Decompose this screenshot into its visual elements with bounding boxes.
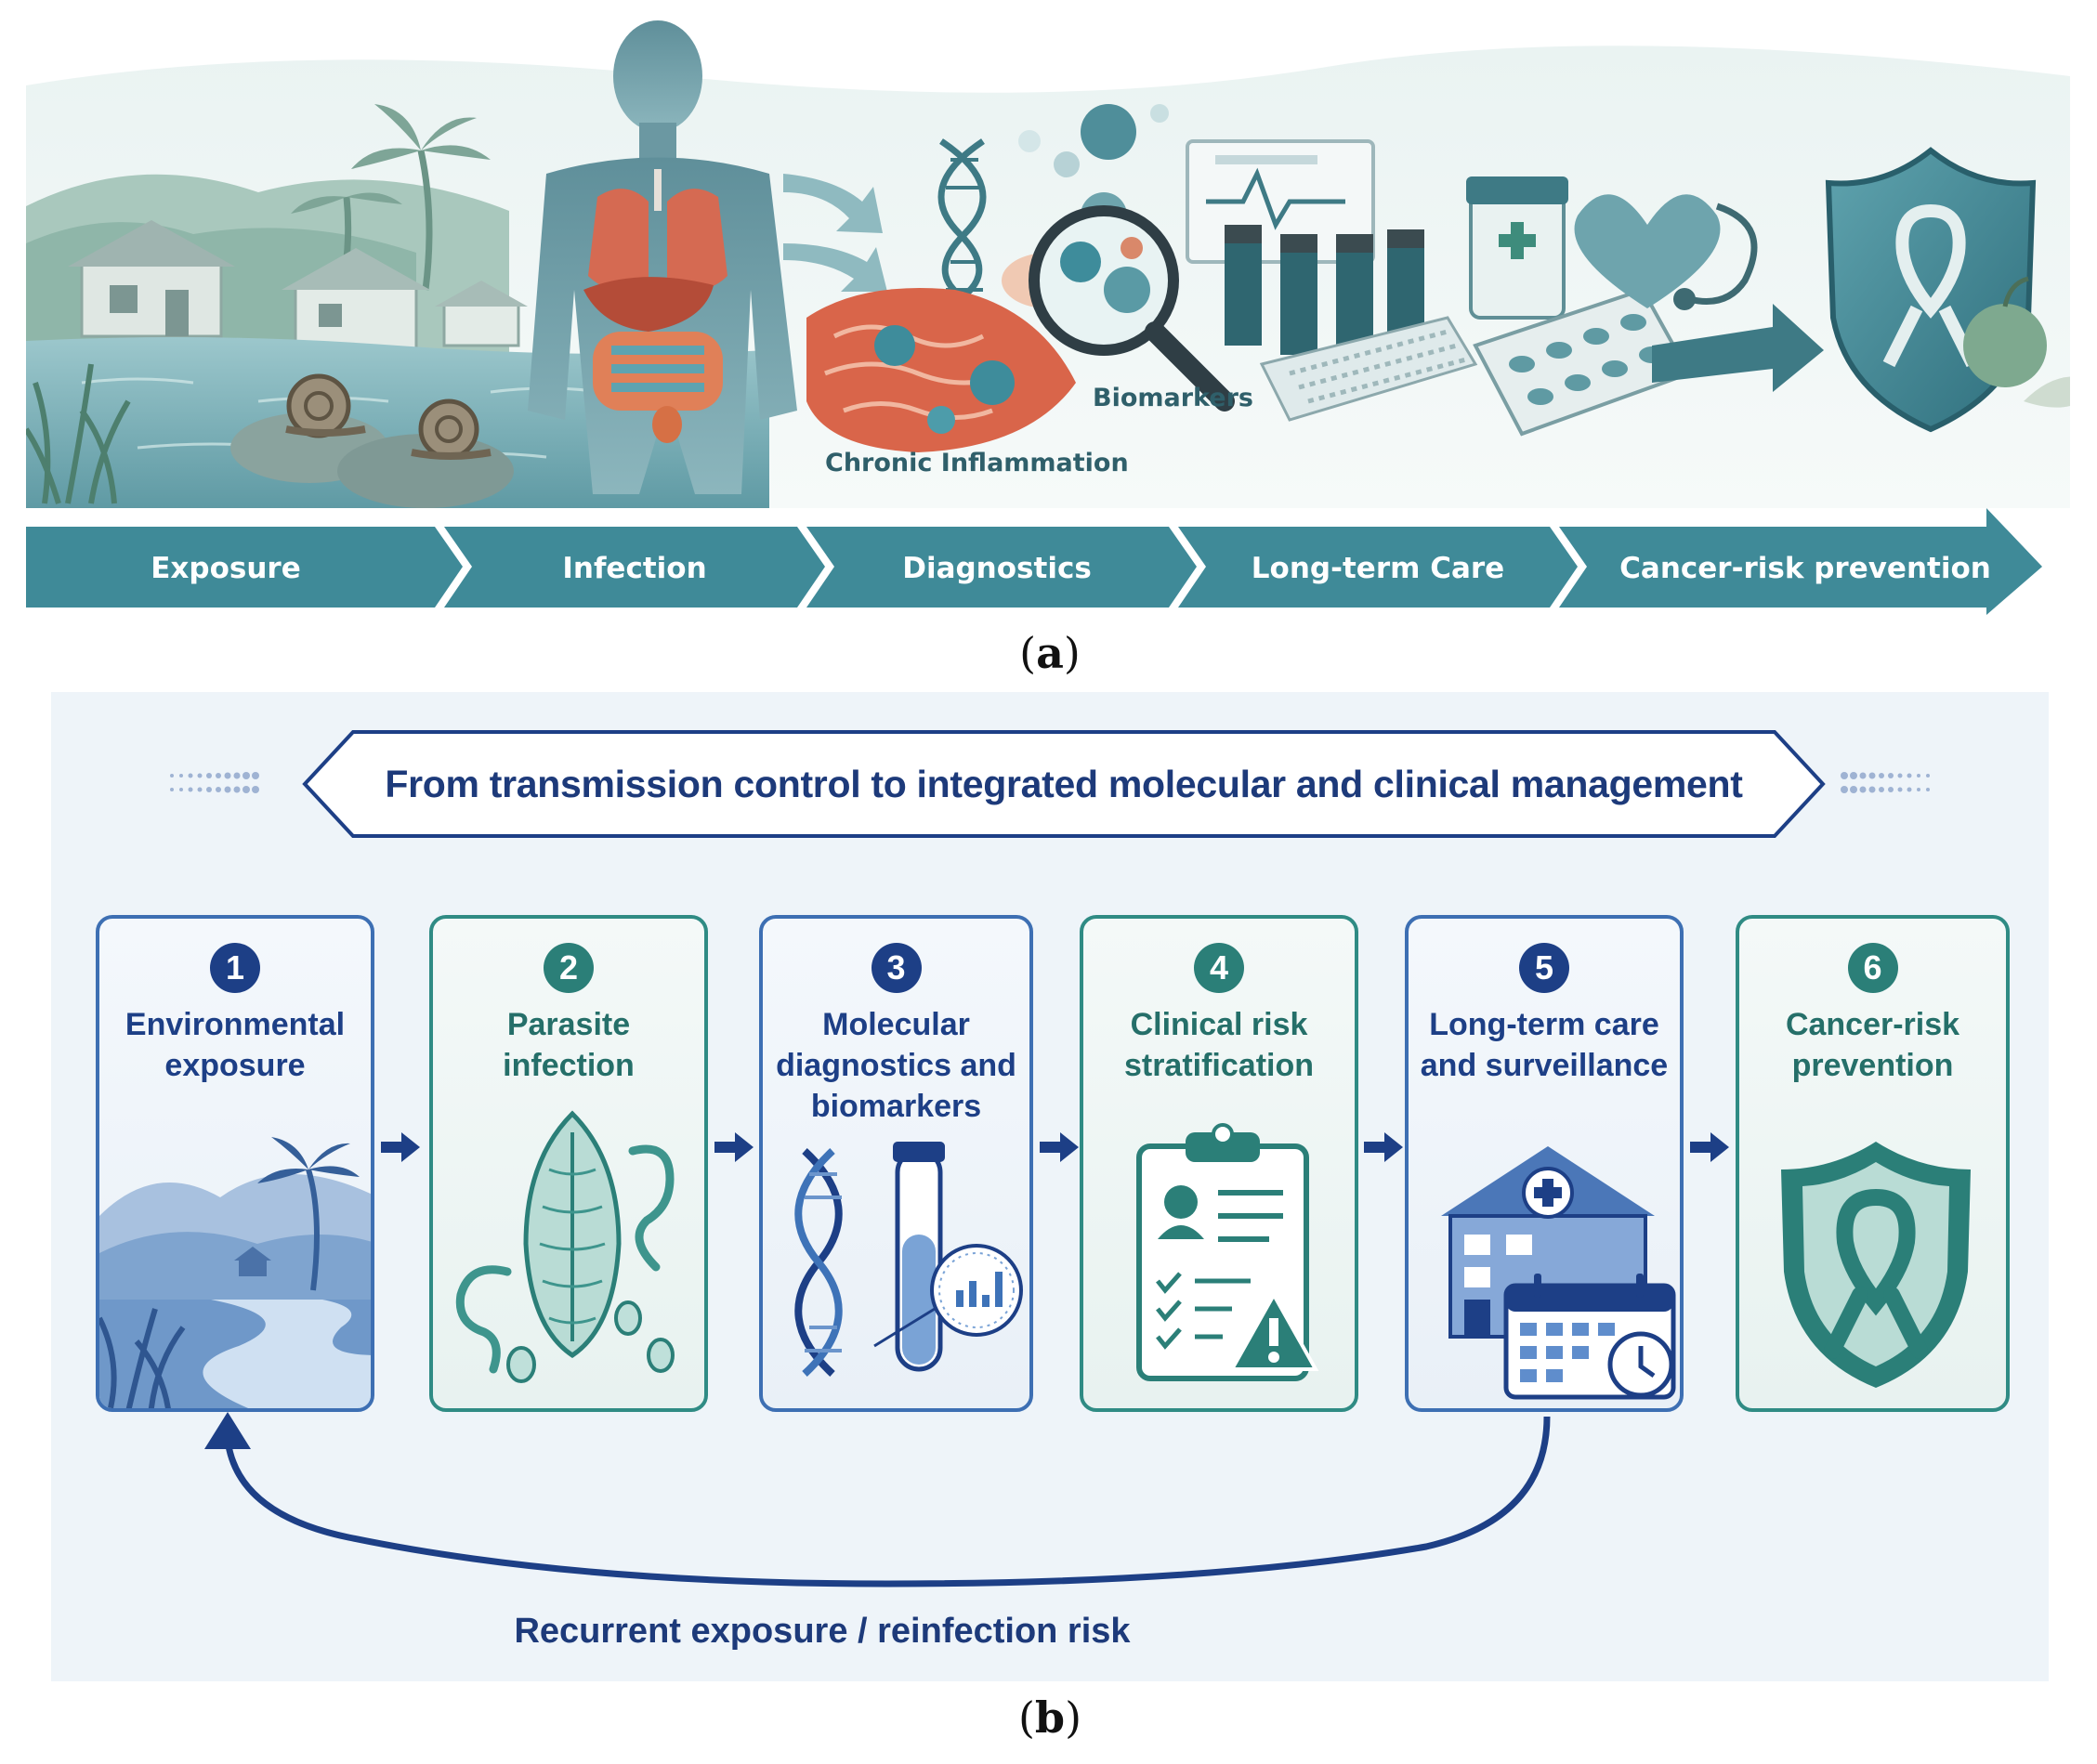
flow-arrows xyxy=(783,174,887,292)
landscape-icon xyxy=(99,1137,371,1408)
apple-icon xyxy=(1963,276,2070,408)
medicine-bottle-icon xyxy=(1466,176,1568,320)
step-number-badge: 2 xyxy=(544,943,594,993)
title-banner: From transmission control to integrated … xyxy=(302,729,1826,839)
arrow-right-icon xyxy=(1364,1132,1403,1162)
biomarkers-label: Biomarkers xyxy=(1093,384,1253,412)
human-body-organs xyxy=(528,20,797,494)
panel-b-title: From transmission control to integrated … xyxy=(385,762,1743,805)
arrow-right-icon xyxy=(714,1132,754,1162)
step-title: Molecular diagnostics and biomarkers xyxy=(776,1007,1016,1124)
progress-arrow xyxy=(1652,304,1824,392)
chronic-inflammation-label: Chronic Inflammation xyxy=(825,449,1129,477)
dna-icon xyxy=(937,138,987,312)
dot-pattern-left xyxy=(170,772,259,793)
step-card-6: 6 Cancer-risk prevention xyxy=(1736,915,2010,1412)
inflamed-tissue xyxy=(806,253,1094,452)
step-number-badge: 4 xyxy=(1194,943,1244,993)
caption-b: (b) xyxy=(1017,1692,1082,1743)
shield-ribbon-icon xyxy=(1781,1142,1971,1388)
step-label: Diagnostics xyxy=(902,552,1092,585)
arrow-right-icon xyxy=(1040,1132,1079,1162)
step-number-badge: 1 xyxy=(210,943,260,993)
step-chevron-infection xyxy=(444,527,825,608)
step-chevron-cancer-risk-prevention xyxy=(1559,508,2042,615)
step-title: Cancer-risk prevention xyxy=(1785,1007,1960,1083)
step-card-1: 1 Environmental exposure xyxy=(96,915,374,1412)
step-card-3: 3 Molecular diagnostics and biomarkers xyxy=(759,915,1033,1412)
step-title: Parasite infection xyxy=(503,1007,635,1083)
hospital-calendar-icon xyxy=(1441,1146,1676,1400)
arrow-right-icon xyxy=(381,1132,420,1162)
step-label: Cancer-risk prevention xyxy=(1619,552,1991,585)
panel-a-scene: Biomarkers Chronic Inflammation xyxy=(26,11,2070,615)
step-card-4: 4 Clinical risk stratification xyxy=(1080,915,1358,1412)
parasite-icon xyxy=(455,1110,675,1383)
arrow-right-icon xyxy=(1690,1132,1729,1162)
step-label: Infection xyxy=(562,552,706,585)
magnifying-glass-icon xyxy=(1029,205,1235,412)
clipboard-warning-icon xyxy=(1136,1123,1319,1381)
reinfection-loop-arrow xyxy=(204,1412,1551,1588)
well-plate-icon xyxy=(1259,316,1478,422)
step-number-badge: 6 xyxy=(1847,943,1898,993)
step-chevron-exposure xyxy=(26,527,463,608)
panel-a-step-bar: Exposure Infection Diagnostics Long-term… xyxy=(26,508,2042,615)
village-houses xyxy=(68,220,528,352)
panel-a-illustration: Biomarkers Chronic Inflammation xyxy=(26,11,2070,615)
step-title: Long-term care and surveillance xyxy=(1420,1007,1669,1083)
step-title: Environmental exposure xyxy=(125,1007,346,1083)
step-number-badge: 3 xyxy=(871,943,922,993)
step-number-badge: 5 xyxy=(1519,943,1569,993)
step-chevron-long-term-care xyxy=(1178,527,1578,608)
step-card-5: 5 Long-term care and surveillance xyxy=(1405,915,1684,1412)
step-card-2: 2 Parasite infection xyxy=(429,915,708,1412)
dot-pattern-right xyxy=(1841,772,1930,793)
reinfection-risk-label: Recurrent exposure / reinfection risk xyxy=(514,1612,1131,1651)
reeds xyxy=(26,363,131,504)
dna-test-tube-icon xyxy=(794,1142,1023,1377)
step-chevron-diagnostics xyxy=(806,527,1197,608)
caption-a: (a) xyxy=(1019,628,1081,678)
test-tubes-icon xyxy=(1225,225,1424,355)
step-title: Clinical risk stratification xyxy=(1123,1007,1315,1083)
snails-on-rocks xyxy=(230,373,514,508)
heart-stethoscope-icon xyxy=(1574,194,1758,310)
step-label: Long-term Care xyxy=(1252,552,1504,585)
panel-b-workflow: From transmission control to integrated … xyxy=(51,692,2049,1681)
step-label: Exposure xyxy=(151,552,301,585)
